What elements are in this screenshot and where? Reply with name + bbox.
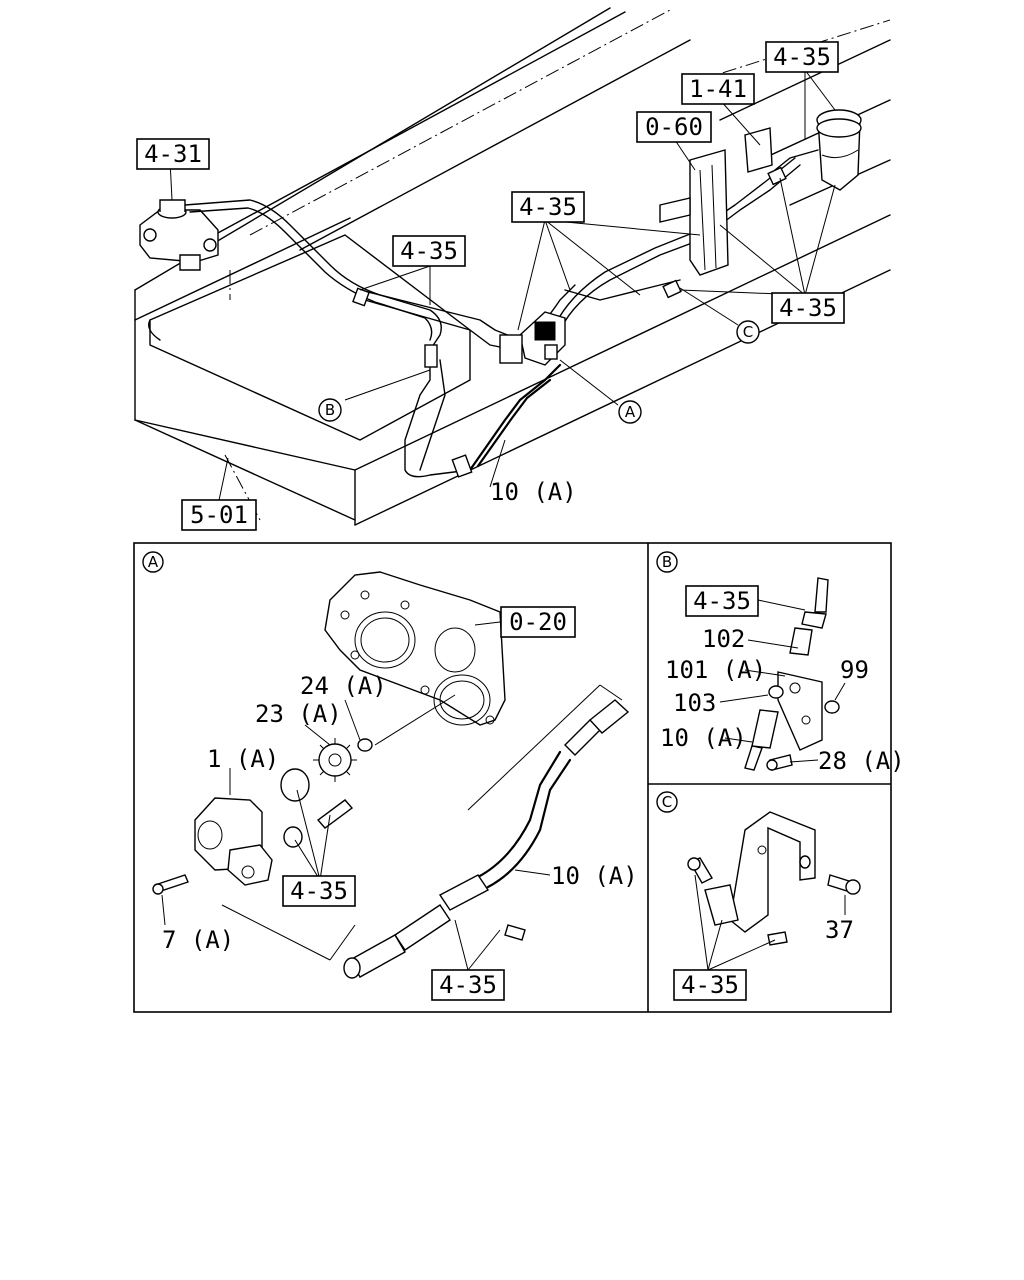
svg-text:4-35: 4-35 xyxy=(773,43,831,71)
detail-b-title: B xyxy=(656,551,678,573)
part-label-28a: 28 (A) xyxy=(818,747,905,775)
svg-text:A: A xyxy=(148,553,159,571)
svg-text:4-35: 4-35 xyxy=(439,971,497,999)
svg-text:B: B xyxy=(325,401,335,419)
callout-1-41: 1-41 xyxy=(681,73,755,105)
part-label-23a: 23 (A) xyxy=(255,700,342,728)
detail-panel-frames xyxy=(133,542,892,1013)
svg-text:4-35: 4-35 xyxy=(519,193,577,221)
leader-lines-detail-a xyxy=(161,621,623,971)
leader-lines-top xyxy=(217,69,836,506)
fitting-assembly xyxy=(744,577,840,771)
svg-text:4-31: 4-31 xyxy=(144,140,202,168)
seal-and-ring xyxy=(280,768,354,848)
detail-c-title: C xyxy=(656,791,678,813)
bracket-assembly xyxy=(659,127,787,299)
callout-4-35-detail-b: 4-35 xyxy=(685,585,759,617)
callout-4-35-detail-a-bottom: 4-35 xyxy=(431,969,505,1001)
part-label-102: 102 xyxy=(702,625,745,653)
part-label-99: 99 xyxy=(840,656,869,684)
housing-plate xyxy=(324,571,506,726)
part-label-101a: 101 (A) xyxy=(665,656,766,684)
circle-marker-c-top: C xyxy=(736,320,760,344)
callout-4-35-left: 4-35 xyxy=(392,235,466,267)
flex-hose-assembly xyxy=(343,699,630,979)
fluid-reservoir xyxy=(774,109,862,191)
svg-text:B: B xyxy=(662,553,672,571)
part-label-24a: 24 (A) xyxy=(300,672,387,700)
callout-0-60: 0-60 xyxy=(636,111,712,143)
part-label-10a-detail: 10 (A) xyxy=(551,862,638,890)
part-label-37: 37 xyxy=(825,916,854,944)
svg-text:4-35: 4-35 xyxy=(693,587,751,615)
detail-a-title: A xyxy=(142,551,164,573)
callout-4-31: 4-31 xyxy=(136,138,210,170)
center-valve xyxy=(499,311,566,366)
part-label-10a-top: 10 (A) xyxy=(490,478,577,506)
leader-lines-detail-b xyxy=(719,599,846,763)
part-label-10a-b: 10 (A) xyxy=(660,724,747,752)
svg-text:C: C xyxy=(743,323,753,341)
callout-0-20: 0-20 xyxy=(500,606,576,638)
circle-marker-a-top: A xyxy=(618,400,642,424)
part-label-103: 103 xyxy=(673,689,716,717)
pump-body xyxy=(152,797,273,895)
leader-lines-detail-c xyxy=(694,874,846,971)
svg-text:A: A xyxy=(625,403,636,421)
part-label-1a: 1 (A) xyxy=(207,745,279,773)
svg-text:C: C xyxy=(662,793,672,811)
gear-sprocket xyxy=(313,738,373,782)
callout-4-35-detail-a-left: 4-35 xyxy=(282,875,356,907)
callout-4-35-reservoir: 4-35 xyxy=(765,41,839,73)
svg-text:1-41: 1-41 xyxy=(689,75,747,103)
mounting-bracket xyxy=(687,811,861,946)
circle-marker-b-top: B xyxy=(318,398,342,422)
svg-text:4-35: 4-35 xyxy=(681,971,739,999)
svg-text:4-35: 4-35 xyxy=(400,237,458,265)
chassis-frame-drawing xyxy=(134,7,891,526)
callout-4-35-right: 4-35 xyxy=(771,292,845,324)
callout-5-01: 5-01 xyxy=(181,499,257,531)
svg-text:0-20: 0-20 xyxy=(509,608,567,636)
brake-valve-assembly xyxy=(139,159,219,271)
svg-text:0-60: 0-60 xyxy=(645,113,703,141)
svg-text:5-01: 5-01 xyxy=(190,501,248,529)
part-label-7a: 7 (A) xyxy=(162,926,234,954)
svg-text:4-35: 4-35 xyxy=(779,294,837,322)
callout-4-35-center: 4-35 xyxy=(511,191,585,223)
callout-4-35-detail-c: 4-35 xyxy=(673,969,747,1001)
svg-text:4-35: 4-35 xyxy=(290,877,348,905)
